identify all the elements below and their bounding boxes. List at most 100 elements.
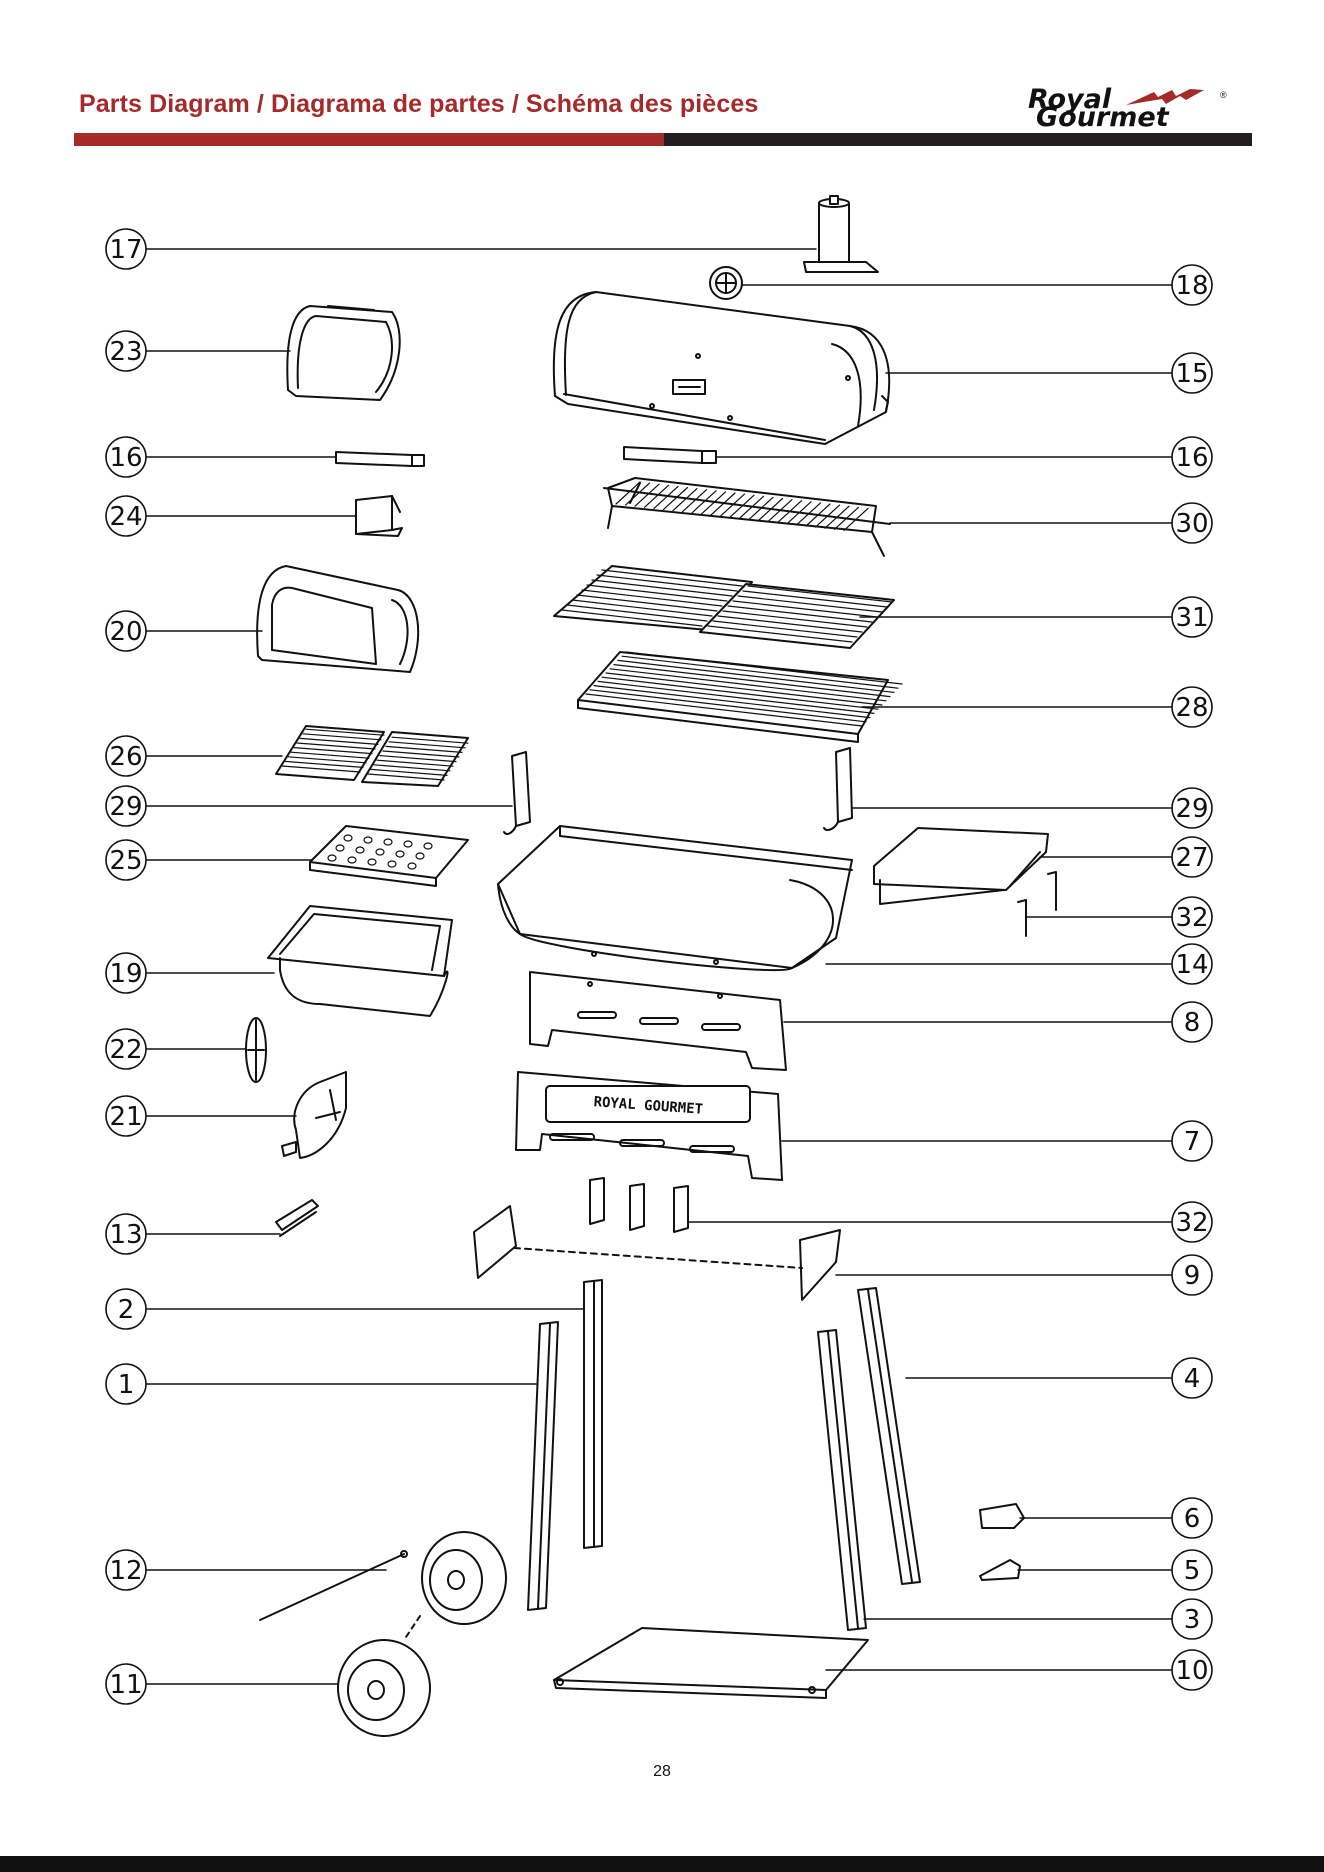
callout-left-22: 22	[106, 1029, 146, 1069]
part-28-charcoal-grate	[578, 652, 902, 742]
callout-right-14: 14	[1172, 944, 1212, 984]
callout-number: 16	[1175, 443, 1208, 473]
callout-number: 26	[109, 742, 142, 772]
callout-left-1: 1	[106, 1364, 146, 1404]
callout-number: 23	[109, 337, 142, 367]
callout-number: 32	[1175, 1208, 1208, 1238]
callout-right-9: 9	[1172, 1255, 1212, 1295]
callout-right-10: 10	[1172, 1650, 1212, 1690]
part-4-leg	[858, 1288, 920, 1584]
callout-number: 2	[118, 1295, 135, 1325]
part-26-side-grates	[276, 726, 468, 786]
callout-number: 10	[1175, 1656, 1208, 1686]
callout-left-11: 11	[106, 1664, 146, 1704]
callout-left-12: 12	[106, 1550, 146, 1590]
callout-number: 30	[1175, 509, 1208, 539]
part-3-leg	[818, 1330, 866, 1630]
callout-left-17: 17	[106, 229, 146, 269]
callout-number: 32	[1175, 903, 1208, 933]
part-11-wheel-upper	[422, 1532, 506, 1624]
leader-lines	[146, 249, 1172, 1684]
callout-number: 7	[1184, 1127, 1201, 1157]
callout-right-32: 32	[1172, 1202, 1212, 1242]
callout-left-20: 20	[106, 611, 146, 651]
callout-number: 27	[1175, 843, 1208, 873]
callout-number: 24	[109, 502, 142, 532]
callout-left-19: 19	[106, 953, 146, 993]
callout-number: 9	[1184, 1261, 1201, 1291]
part-17-chimney	[804, 196, 878, 272]
callout-left-26: 26	[106, 736, 146, 776]
part-27-side-shelf	[874, 828, 1048, 904]
callout-number: 21	[109, 1102, 142, 1132]
callout-number: 25	[109, 846, 142, 876]
callout-left-24: 24	[106, 496, 146, 536]
part-15-lid	[554, 292, 889, 444]
callout-number: 28	[1175, 693, 1208, 723]
callout-right-18: 18	[1172, 265, 1212, 305]
callout-right-6: 6	[1172, 1498, 1212, 1538]
part-30-warming-rack	[604, 478, 890, 556]
callout-number: 13	[109, 1220, 142, 1250]
callout-left-2: 2	[106, 1289, 146, 1329]
callout-right-30: 30	[1172, 503, 1212, 543]
callout-number: 20	[109, 617, 142, 647]
callout-left-16: 16	[106, 437, 146, 477]
callout-number: 18	[1175, 271, 1208, 301]
callout-number: 29	[1175, 794, 1208, 824]
callout-right-16: 16	[1172, 437, 1212, 477]
callout-right-32: 32	[1172, 897, 1212, 937]
part-16-handle-left	[336, 452, 424, 466]
callout-number: 3	[1184, 1605, 1201, 1635]
callout-number: 17	[109, 235, 142, 265]
callout-right-3: 3	[1172, 1599, 1212, 1639]
callout-right-7: 7	[1172, 1121, 1212, 1161]
part-9-brace-right	[800, 1230, 840, 1300]
callout-number: 31	[1175, 603, 1208, 633]
callout-number: 6	[1184, 1504, 1201, 1534]
callout-right-31: 31	[1172, 597, 1212, 637]
callout-number: 22	[109, 1035, 142, 1065]
part-25-charcoal-pan	[310, 826, 468, 886]
callout-number: 12	[109, 1556, 142, 1586]
part-8-back-panel	[530, 972, 786, 1070]
callout-number: 19	[109, 959, 142, 989]
callout-left-29: 29	[106, 786, 146, 826]
part-22-damper-plate	[246, 1018, 266, 1082]
callout-left-13: 13	[106, 1214, 146, 1254]
callout-right-27: 27	[1172, 837, 1212, 877]
callout-right-29: 29	[1172, 788, 1212, 828]
part-7-front-panel	[516, 1072, 782, 1180]
part-16-handle-right	[624, 447, 716, 463]
callout-number: 15	[1175, 359, 1208, 389]
part-9-brace-left	[474, 1206, 516, 1278]
part-2-leg	[584, 1280, 602, 1548]
part-6-foot-cap	[980, 1504, 1024, 1528]
callout-number: 11	[109, 1670, 142, 1700]
callout-right-8: 8	[1172, 1002, 1212, 1042]
callout-right-5: 5	[1172, 1550, 1212, 1590]
part-23-side-lid	[287, 306, 399, 400]
part-12-axle	[260, 1551, 407, 1620]
part-14-barrel	[498, 826, 852, 970]
part-20-side-box	[257, 566, 418, 672]
callout-number: 4	[1184, 1364, 1201, 1394]
part-18-thermometer	[710, 267, 742, 299]
callout-number: 16	[109, 443, 142, 473]
callout-number: 29	[109, 792, 142, 822]
part-31-cooking-grates	[554, 566, 894, 648]
callout-number: 1	[118, 1370, 135, 1400]
footer-band	[0, 1856, 1324, 1872]
part-13-damper-rod	[276, 1200, 318, 1236]
part-1-leg	[528, 1322, 558, 1610]
callout-right-15: 15	[1172, 353, 1212, 393]
callout-left-21: 21	[106, 1096, 146, 1136]
callout-left-23: 23	[106, 331, 146, 371]
callout-number: 5	[1184, 1556, 1201, 1586]
callout-left-25: 25	[106, 840, 146, 880]
part-5-foot-cap	[980, 1560, 1020, 1580]
part-32-hooks-panel	[590, 1178, 688, 1232]
part-10-bottom-shelf	[554, 1628, 868, 1698]
part-32-hooks-shelf	[1018, 872, 1056, 936]
